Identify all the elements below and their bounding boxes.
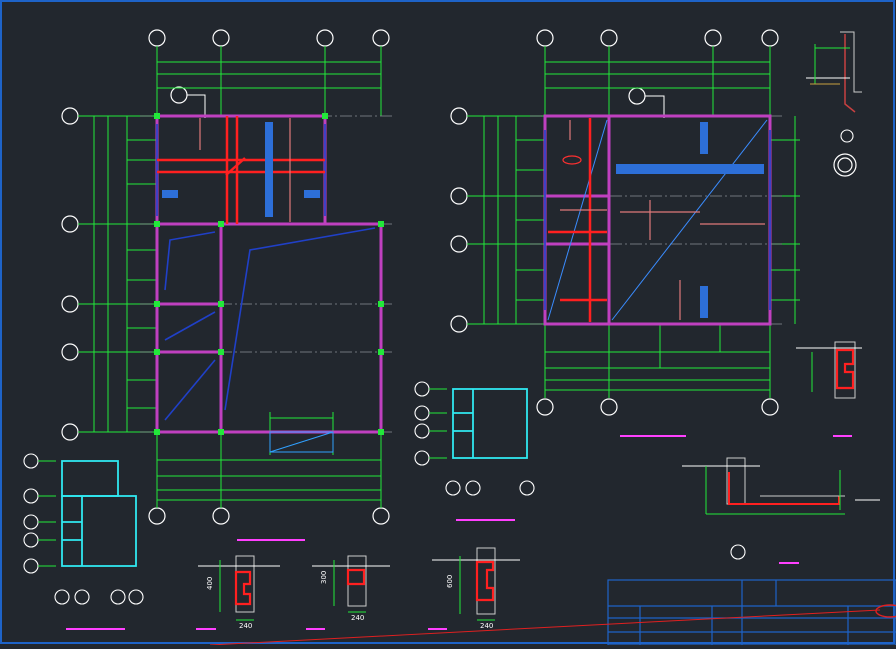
detail-b-height: 300 <box>320 571 328 584</box>
left-plan-dimensions-left <box>78 115 157 433</box>
left-plan-dimensions-bottom <box>156 412 382 508</box>
wall-section-detail-c: 600 240 <box>428 547 520 630</box>
left-plan-rebar <box>157 116 325 224</box>
detail-a-width: 240 <box>239 622 252 630</box>
foundation-section-detail <box>682 457 880 564</box>
column-section-detail <box>796 341 862 437</box>
left-plan-axis-bubbles-bottom <box>148 507 390 525</box>
wall-section-detail-a: 400 240 <box>196 555 280 630</box>
left-plan-dimensions-top <box>156 46 382 116</box>
detail-c-height: 600 <box>446 575 454 588</box>
left-plan-beams <box>156 124 376 421</box>
title-block <box>607 579 896 646</box>
detail-a-height: 400 <box>206 577 214 590</box>
left-plan-axis-bubbles-top <box>148 29 390 47</box>
parapet-detail <box>806 31 862 177</box>
right-floor-plan <box>450 29 800 437</box>
detail-b-width: 240 <box>351 614 364 622</box>
key-plan-outlines <box>61 388 528 567</box>
left-floor-plan <box>61 29 392 541</box>
wall-section-detail-b: 300 240 <box>306 555 390 630</box>
detail-c-width: 240 <box>480 622 493 630</box>
left-plan-beam-blocks <box>162 122 320 217</box>
